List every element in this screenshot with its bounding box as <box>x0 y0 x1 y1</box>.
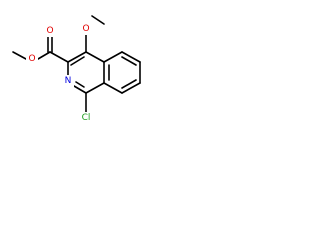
bond-c4-c3-inner <box>70 56 85 66</box>
bond-n-c1 <box>73 85 87 94</box>
bond-c1-c8a <box>85 82 105 94</box>
atom-o-ester: O <box>28 54 35 64</box>
bond-c3-carbonyl-c <box>49 51 69 63</box>
atom-n-ring: N <box>65 76 72 86</box>
bond-lines <box>12 15 141 114</box>
bond-c5-c6 <box>121 51 141 63</box>
bond-carbonyl-c-o-ester <box>37 51 51 60</box>
bond-c4-c3 <box>67 51 87 63</box>
chemical-structure: O O O N Cl <box>12 15 141 124</box>
bond-c4a-c5 <box>103 51 123 63</box>
bond-c8-c8a <box>103 82 123 94</box>
bond-c7-c8 <box>121 82 141 94</box>
atom-labels: O O O N Cl <box>26 23 94 124</box>
atom-cl: Cl <box>82 113 91 123</box>
bond-methoxy-methyl <box>91 15 105 25</box>
bond-c7-c8-inner <box>121 79 137 89</box>
bond-c4a-c4 <box>85 51 105 63</box>
bond-o-ester-methyl <box>12 51 27 60</box>
atom-o-methoxy: O <box>82 24 89 34</box>
bond-n-c1-inner <box>75 81 85 88</box>
atom-o-carbonyl: O <box>46 26 53 36</box>
bond-c5-c6-inner <box>121 56 137 66</box>
